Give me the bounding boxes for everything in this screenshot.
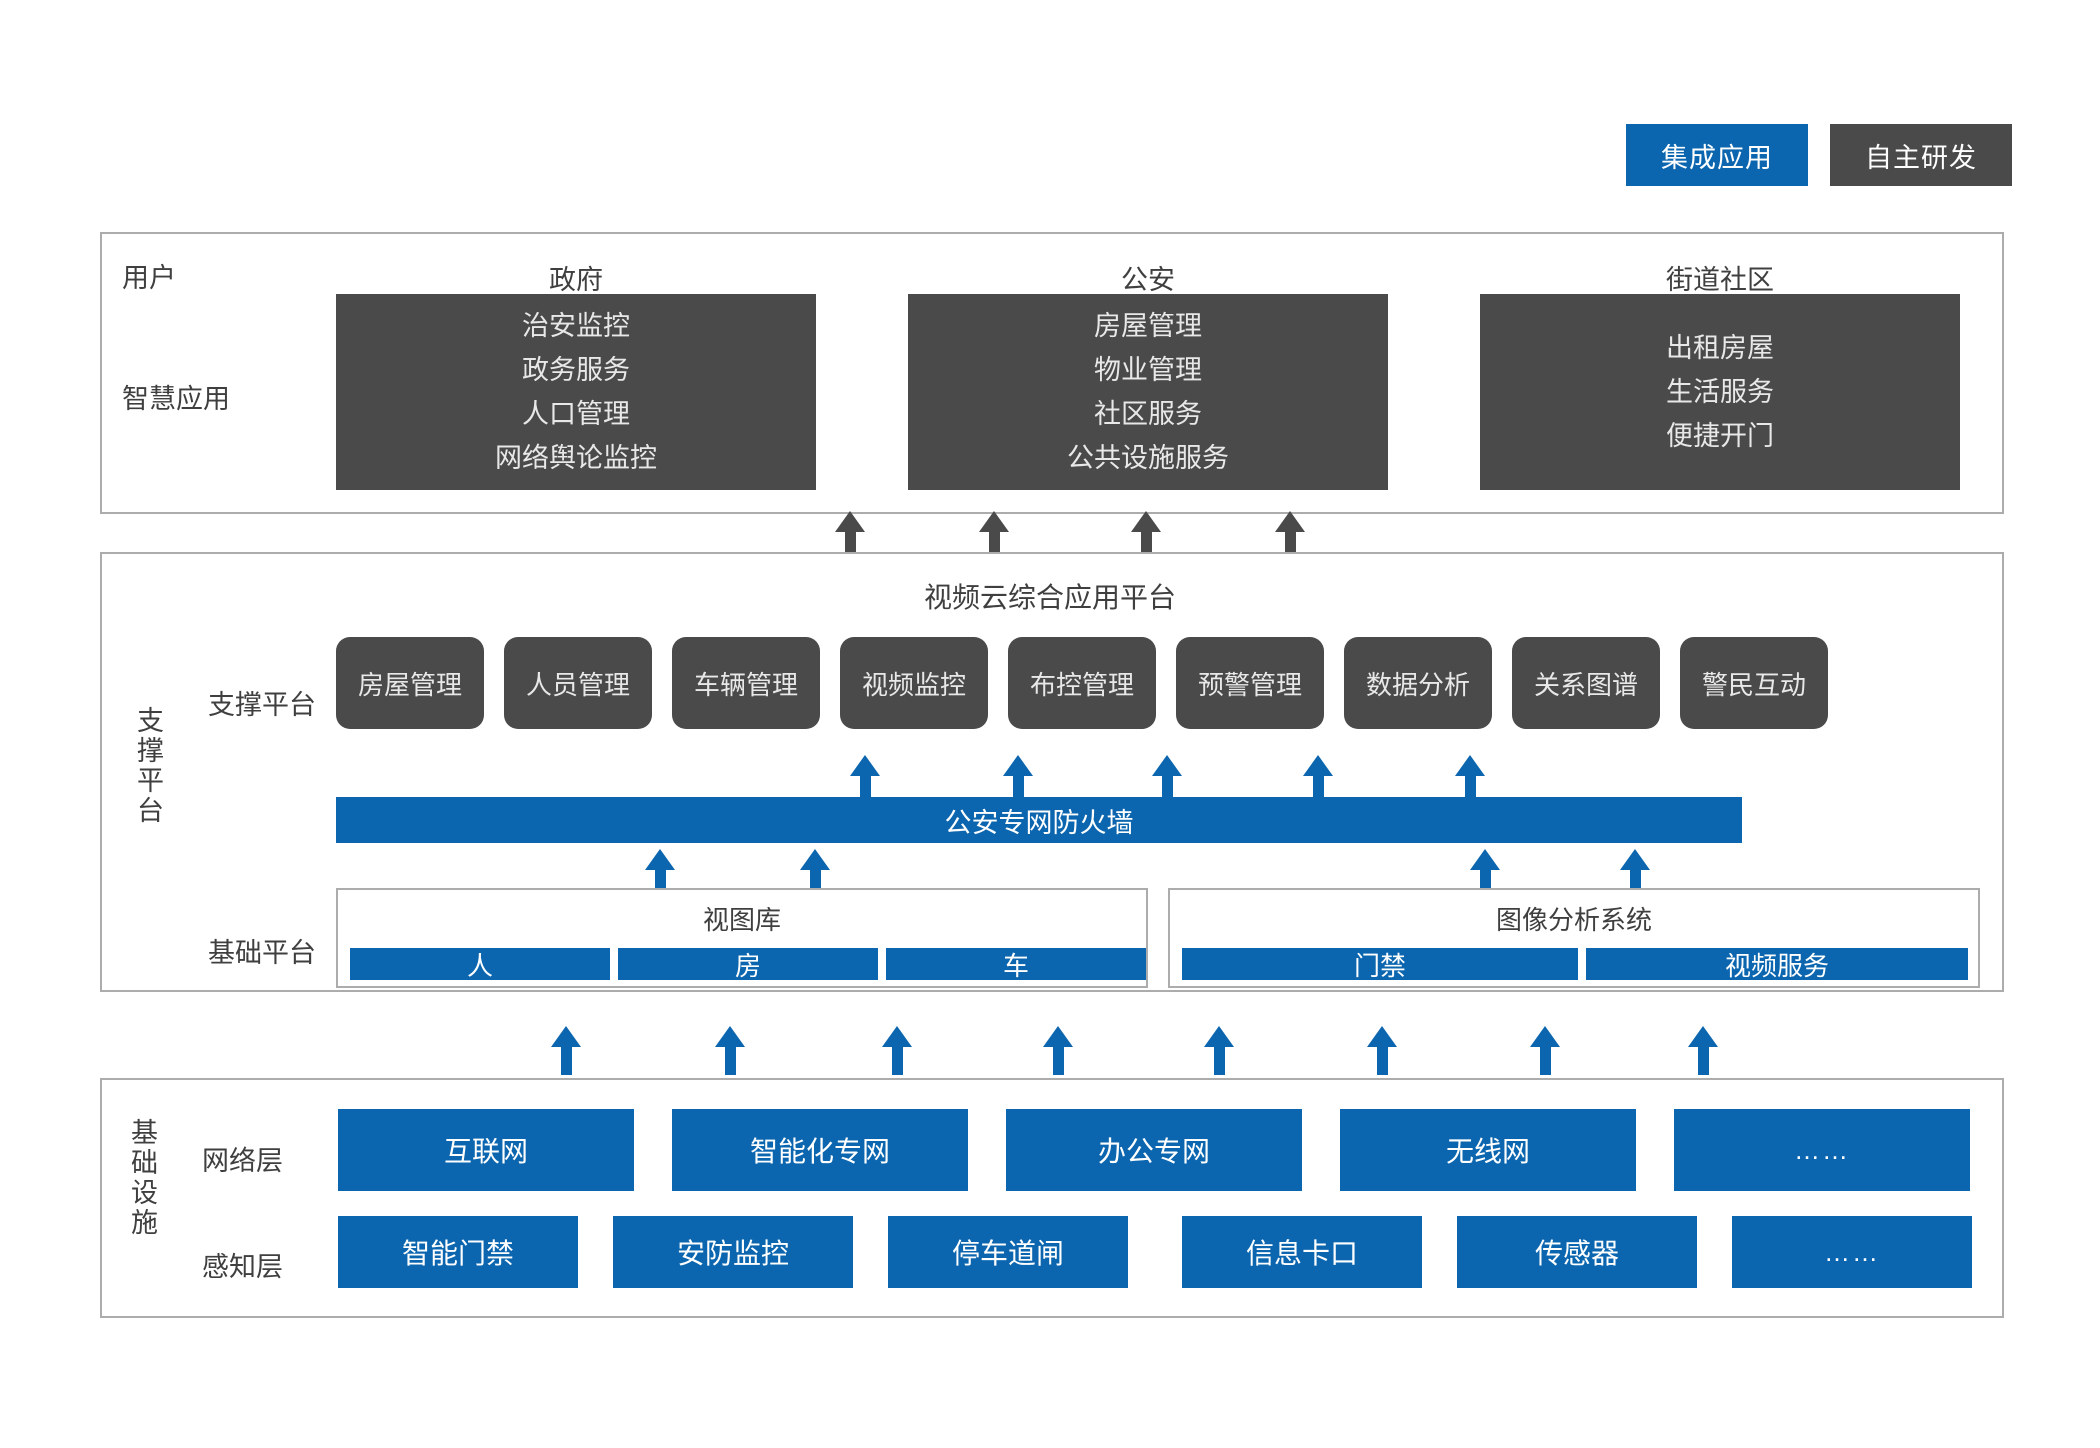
app-column-title-government: 政府	[549, 265, 603, 295]
network-item-intelligent-private-network[interactable]: 智能化专网	[672, 1109, 968, 1191]
base-group-title: 视图库	[702, 905, 781, 935]
legend-item-integrated-app: 集成应用	[1626, 124, 1808, 186]
app-item: 社区服务	[1094, 399, 1202, 429]
app-column-title-street-community: 街道社区	[1666, 265, 1774, 295]
app-card-public-security: 房屋管理 物业管理 社区服务 公共设施服务	[908, 294, 1388, 490]
legend-item-self-developed: 自主研发	[1830, 124, 2012, 186]
base-item-access-control[interactable]: 门禁	[1182, 948, 1578, 981]
app-item: 网络舆论监控	[495, 443, 657, 473]
flow-arrow-up-icon	[551, 1026, 581, 1075]
legend-label: 自主研发	[1865, 142, 1977, 173]
network-item-internet[interactable]: 互联网	[338, 1109, 634, 1191]
legend: 集成应用 自主研发	[1626, 124, 2012, 186]
platform-side-label: 支撑平台	[133, 706, 163, 826]
platform-module-video-surveillance[interactable]: 视频监控	[840, 637, 988, 729]
row-label-user: 用户	[122, 263, 176, 293]
sensing-item-information-checkpoint[interactable]: 信息卡口	[1182, 1216, 1422, 1288]
sensing-item-more[interactable]: ……	[1732, 1216, 1972, 1288]
platform-module-deployment-control[interactable]: 布控管理	[1008, 637, 1156, 729]
app-item: 房屋管理	[1094, 311, 1202, 341]
platform-module-relationship-graph[interactable]: 关系图谱	[1512, 637, 1660, 729]
flow-arrow-up-icon	[1688, 1026, 1718, 1075]
flow-arrow-up-icon	[1470, 849, 1500, 894]
sensing-item-smart-access-control[interactable]: 智能门禁	[338, 1216, 578, 1288]
platform-module-data-analysis[interactable]: 数据分析	[1344, 637, 1492, 729]
platform-title: 视频云综合应用平台	[923, 582, 1176, 613]
app-item: 物业管理	[1094, 355, 1202, 385]
app-item: 出租房屋	[1666, 333, 1774, 363]
sensing-item-sensor[interactable]: 传感器	[1457, 1216, 1697, 1288]
network-item-more[interactable]: ……	[1674, 1109, 1970, 1191]
row-label-smart-application: 智慧应用	[122, 384, 230, 414]
flow-arrow-up-icon	[1003, 755, 1033, 798]
network-item-wireless-network[interactable]: 无线网	[1340, 1109, 1636, 1191]
app-item: 生活服务	[1666, 377, 1774, 407]
firewall-bar: 公安专网防火墙	[336, 797, 1742, 843]
network-item-office-private-network[interactable]: 办公专网	[1006, 1109, 1302, 1191]
platform-module-early-warning[interactable]: 预警管理	[1176, 637, 1324, 729]
flow-arrow-up-icon	[1275, 511, 1305, 554]
flow-arrow-up-icon	[1620, 849, 1650, 894]
flow-arrow-up-icon	[1455, 755, 1485, 798]
app-card-government: 治安监控 政务服务 人口管理 网络舆论监控	[336, 294, 816, 490]
infrastructure-side-label: 基础设施	[127, 1118, 157, 1238]
flow-arrow-up-icon	[882, 1026, 912, 1075]
flow-arrow-up-icon	[1204, 1026, 1234, 1075]
app-item: 政务服务	[522, 355, 630, 385]
app-item: 便捷开门	[1666, 421, 1774, 451]
flow-arrow-up-icon	[1367, 1026, 1397, 1075]
row-label-network-layer: 网络层	[202, 1146, 283, 1176]
platform-module-police-citizen-interaction[interactable]: 警民互动	[1680, 637, 1828, 729]
flow-arrow-up-icon	[715, 1026, 745, 1075]
row-label-base-platform: 基础平台	[208, 938, 316, 968]
legend-label: 集成应用	[1661, 142, 1773, 173]
row-label-support-platform: 支撑平台	[208, 690, 316, 720]
flow-arrow-up-icon	[1152, 755, 1182, 798]
flow-arrow-up-icon	[835, 511, 865, 554]
app-item: 人口管理	[522, 399, 630, 429]
platform-module-house-management[interactable]: 房屋管理	[336, 637, 484, 729]
base-item-person[interactable]: 人	[350, 948, 610, 981]
firewall-label: 公安专网防火墙	[944, 807, 1134, 838]
platform-module-personnel-management[interactable]: 人员管理	[504, 637, 652, 729]
sensing-item-security-surveillance[interactable]: 安防监控	[613, 1216, 853, 1288]
app-item: 公共设施服务	[1067, 443, 1229, 473]
app-item: 治安监控	[522, 311, 630, 341]
base-item-vehicle[interactable]: 车	[886, 948, 1146, 981]
flow-arrow-up-icon	[645, 849, 675, 894]
flow-arrow-up-icon	[1131, 511, 1161, 554]
base-group-title: 图像分析系统	[1495, 905, 1652, 935]
app-column-title-public-security: 公安	[1121, 265, 1175, 295]
row-label-sensing-layer: 感知层	[202, 1252, 283, 1282]
app-card-street-community: 出租房屋 生活服务 便捷开门	[1480, 294, 1960, 490]
flow-arrow-up-icon	[1530, 1026, 1560, 1075]
platform-module-vehicle-management[interactable]: 车辆管理	[672, 637, 820, 729]
flow-arrow-up-icon	[800, 849, 830, 894]
flow-arrow-up-icon	[979, 511, 1009, 554]
flow-arrow-up-icon	[1303, 755, 1333, 798]
base-item-video-service[interactable]: 视频服务	[1586, 948, 1968, 981]
sensing-item-parking-barrier[interactable]: 停车道闸	[888, 1216, 1128, 1288]
base-item-house[interactable]: 房	[618, 948, 878, 981]
flow-arrow-up-icon	[850, 755, 880, 798]
flow-arrow-up-icon	[1043, 1026, 1073, 1075]
